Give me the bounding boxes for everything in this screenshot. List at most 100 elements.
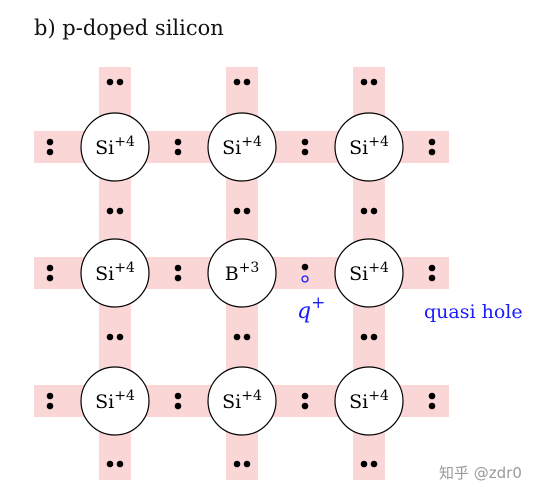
electron-pair: [360, 333, 378, 341]
electron: [243, 333, 251, 341]
electron: [174, 264, 182, 272]
hole-marker: [301, 275, 309, 283]
electron-pair: [233, 78, 251, 86]
electron: [243, 460, 251, 468]
electron-pair: [428, 138, 436, 156]
atom-circle: [334, 366, 404, 436]
electron: [46, 138, 54, 146]
electron-pair: [106, 78, 124, 86]
atom-label: Si+4: [349, 134, 389, 159]
electron: [360, 460, 368, 468]
electron: [116, 78, 124, 86]
electron: [370, 460, 378, 468]
electron: [243, 207, 251, 215]
electron: [106, 78, 114, 86]
atom-symbol: Si: [95, 137, 114, 159]
electron: [370, 333, 378, 341]
atom-symbol: Si: [95, 391, 114, 413]
bond-electrons: [46, 78, 436, 468]
electron: [46, 264, 54, 272]
atom-charge: +4: [114, 260, 135, 276]
atom-label: Si+4: [349, 388, 389, 413]
electron: [233, 460, 241, 468]
atom-si: Si+4: [80, 112, 150, 182]
electron: [301, 263, 309, 271]
atom-si: Si+4: [207, 112, 277, 182]
electron-pair: [106, 207, 124, 215]
electron: [301, 402, 309, 410]
electron: [174, 274, 182, 282]
electron: [428, 402, 436, 410]
atom-label: Si+4: [222, 134, 262, 159]
atom-label: Si+4: [95, 388, 135, 413]
atom-charge: +4: [368, 388, 389, 404]
atom-charge: +4: [368, 134, 389, 150]
electron: [46, 392, 54, 400]
electron-pair: [46, 392, 54, 410]
atom-charge: +3: [239, 260, 260, 276]
electron: [106, 333, 114, 341]
electron: [46, 274, 54, 282]
atom-charge: +4: [114, 388, 135, 404]
electron: [360, 333, 368, 341]
hole-charge-label: q+: [297, 293, 325, 324]
electron-pair: [174, 138, 182, 156]
electron-with-hole: [301, 263, 309, 283]
hole-charge-symbol: q: [297, 299, 311, 324]
electron: [106, 460, 114, 468]
quasi-hole-label: quasi hole: [424, 301, 523, 323]
atom-label: Si+4: [95, 134, 135, 159]
atom-symbol: Si: [222, 137, 241, 159]
electron-pair: [46, 138, 54, 156]
atom-charge: +4: [241, 388, 262, 404]
electron: [174, 138, 182, 146]
atom-symbol: B: [225, 263, 239, 285]
electron: [174, 148, 182, 156]
atom-charge: +4: [368, 260, 389, 276]
electron-pair: [428, 392, 436, 410]
electron-pair: [360, 78, 378, 86]
electron-pair: [233, 207, 251, 215]
atom-circle: [207, 112, 277, 182]
electron-pair: [233, 333, 251, 341]
electron-pair: [174, 264, 182, 282]
electron: [428, 274, 436, 282]
atom-charge: +4: [241, 134, 262, 150]
electron-pair: [360, 460, 378, 468]
annotations: q+ quasi hole: [297, 293, 523, 324]
electron: [174, 392, 182, 400]
electron: [46, 148, 54, 156]
atom-label: Si+4: [222, 388, 262, 413]
atom-symbol: Si: [95, 263, 114, 285]
electron-pair: [301, 138, 309, 156]
electron-pair: [360, 207, 378, 215]
atom-label: Si+4: [349, 260, 389, 285]
atom-circle: [80, 112, 150, 182]
atom-label: Si+4: [95, 260, 135, 285]
atom-si: Si+4: [207, 366, 277, 436]
electron: [233, 333, 241, 341]
atom-circle: [207, 366, 277, 436]
diagram-title: b) p-doped silicon: [34, 16, 224, 40]
electron: [370, 78, 378, 86]
electron-pair: [106, 460, 124, 468]
atom-b: B+3: [207, 238, 277, 308]
electron: [428, 148, 436, 156]
electron: [301, 392, 309, 400]
atom-charge: +4: [114, 134, 135, 150]
atom-si: Si+4: [334, 112, 404, 182]
atom-si: Si+4: [334, 238, 404, 308]
atom-symbol: Si: [222, 391, 241, 413]
atom-symbol: Si: [349, 137, 368, 159]
atom-circle: [80, 366, 150, 436]
atom-symbol: Si: [349, 391, 368, 413]
electron: [370, 207, 378, 215]
electron: [233, 207, 241, 215]
electron: [428, 138, 436, 146]
hole-charge-sign: +: [311, 293, 325, 313]
electron: [360, 207, 368, 215]
electron-pair: [428, 264, 436, 282]
atom-circle: [334, 238, 404, 308]
electron: [360, 78, 368, 86]
